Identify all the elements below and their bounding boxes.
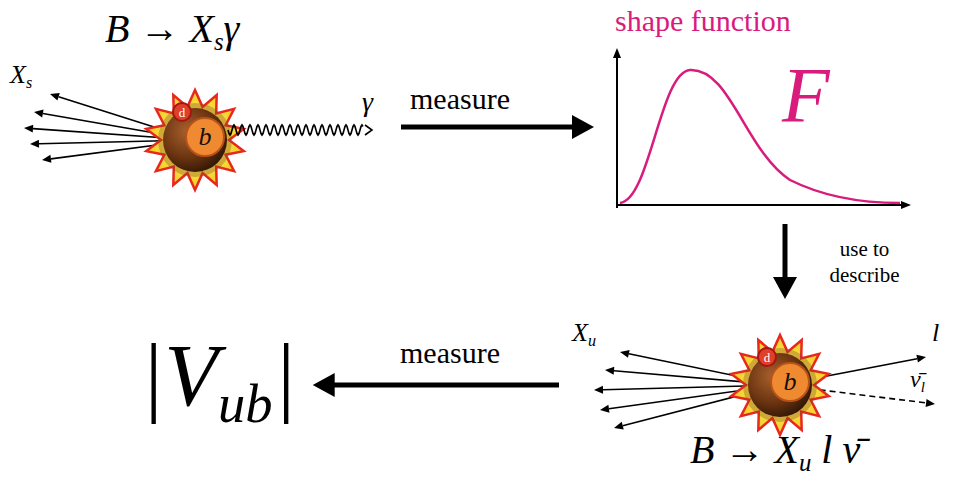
shape-curve	[620, 70, 900, 203]
flow-arrow	[401, 115, 594, 139]
particle-label: l	[932, 318, 939, 348]
quark-label: b	[770, 362, 810, 402]
arrow-head	[600, 405, 609, 413]
decay-heading: B → Xsγ	[105, 6, 239, 56]
arrow-head	[313, 373, 335, 397]
arrow-head	[926, 399, 935, 407]
arrow-head	[34, 110, 44, 118]
arrow-head	[572, 115, 594, 139]
meson-ball	[748, 353, 812, 417]
quark-label: d	[757, 347, 777, 367]
arrow-head	[773, 277, 797, 299]
meson-glow	[158, 103, 232, 177]
arrow-head	[365, 125, 372, 135]
arrow-head	[30, 140, 39, 148]
quark-circle	[771, 363, 809, 401]
flow-arrow	[313, 373, 559, 397]
particle-label: γ	[362, 86, 373, 118]
plot-title: shape function	[615, 4, 791, 39]
decay-heading: B → Xu l ν̄	[690, 427, 860, 477]
arrow-head	[605, 367, 614, 375]
quark-circle	[758, 348, 776, 366]
arrow-shaft	[333, 383, 559, 388]
result-symbol: |Vub|	[140, 325, 297, 436]
burst-star	[146, 90, 243, 190]
particle-label: Xu	[572, 318, 596, 351]
quark-circle	[173, 103, 191, 121]
x-axis	[616, 204, 903, 206]
arrow-head	[42, 155, 51, 163]
b-quark: b	[185, 117, 225, 157]
arrow-head	[620, 350, 630, 358]
y-axis	[616, 56, 618, 208]
edge-label: measure	[410, 82, 510, 117]
ckm-element: |Vub|	[130, 325, 307, 436]
photon-wave	[228, 125, 363, 135]
meson-glow	[743, 348, 817, 422]
arrow-head	[50, 93, 60, 101]
d-quark: d	[172, 102, 192, 122]
arrow-shaft	[401, 125, 574, 130]
edge-label: use to describe	[812, 236, 917, 289]
particle-label: Xs	[10, 60, 32, 93]
b-meson-illustration: B → Xsγdb	[20, 70, 395, 190]
function-symbol: F	[782, 50, 830, 140]
meson-drawing	[565, 305, 950, 435]
shape-function-plot: shape functionF	[600, 4, 920, 218]
burst-star	[731, 335, 828, 435]
arrow-head	[24, 125, 33, 133]
arrow-head	[901, 201, 911, 209]
flow-arrow	[773, 224, 797, 299]
arrow-head	[594, 386, 603, 394]
quark-label: b	[185, 117, 225, 157]
b-quark: b	[770, 362, 810, 402]
arrow-head	[613, 48, 621, 58]
quark-circle	[186, 118, 224, 156]
meson-ball	[163, 108, 227, 172]
arrow-head	[614, 422, 624, 430]
edge-label: measure	[400, 336, 500, 371]
quark-label: d	[172, 102, 192, 122]
arrow-shaft	[783, 224, 788, 279]
arrow-head	[916, 355, 926, 363]
d-quark: d	[757, 347, 777, 367]
b-meson-illustration: B → Xu l ν̄db	[565, 305, 950, 435]
particle-label: ν̄l	[910, 366, 925, 396]
